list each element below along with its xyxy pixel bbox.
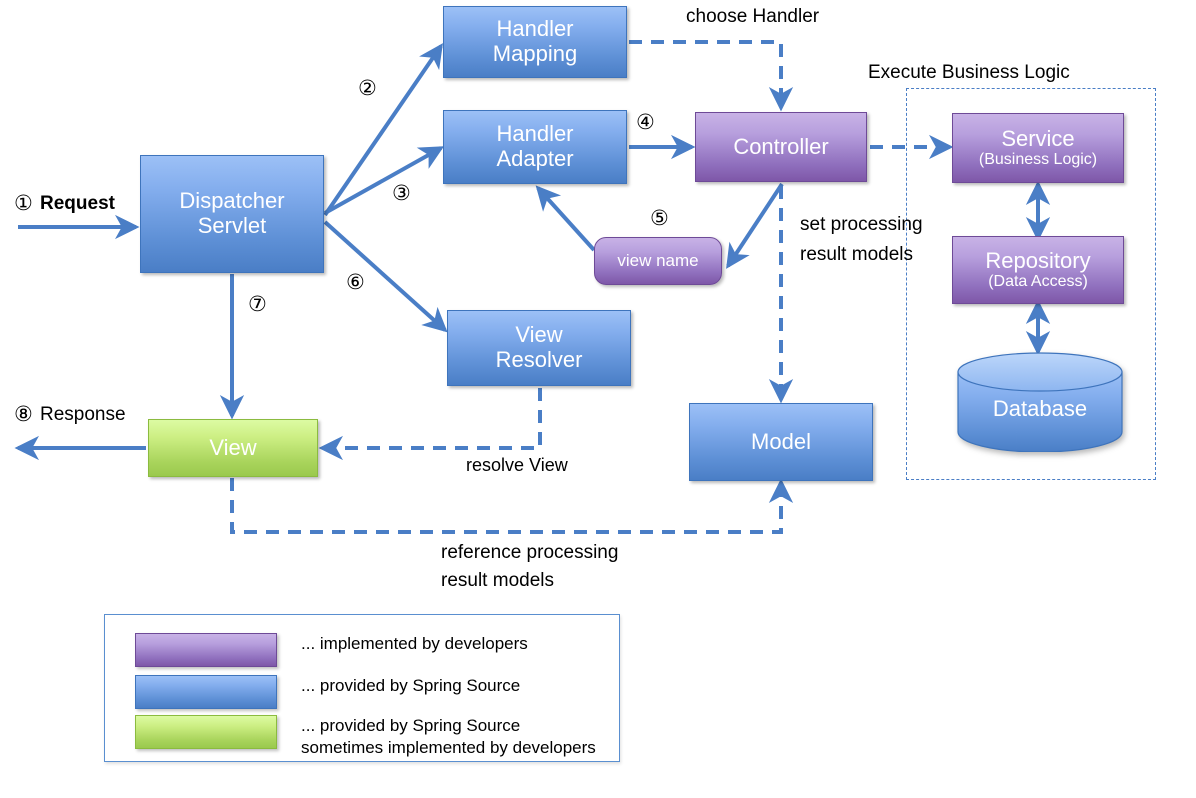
controller-label: Controller [733, 133, 829, 159]
label-reference-result-models-line2: result models [441, 570, 554, 591]
legend-panel: ... implemented by developers ... provid… [104, 614, 620, 762]
handler-mapping-label-line1: Handler [496, 16, 574, 42]
flow-choose-handler [629, 40, 794, 112]
node-database[interactable]: Database [955, 352, 1125, 452]
node-controller[interactable]: Controller [695, 112, 867, 182]
execute-business-logic-frame [906, 88, 1156, 480]
legend-item-green: ... provided by Spring Source sometimes … [135, 715, 596, 759]
repository-label: Repository [985, 247, 1091, 273]
node-view-resolver[interactable]: View Resolver [447, 310, 631, 386]
node-model[interactable]: Model [689, 403, 873, 481]
step-number-6: ⑥ [346, 271, 365, 294]
step-number-2: ② [358, 77, 377, 100]
service-label: Service [1001, 125, 1075, 151]
database-cylinder-icon [957, 352, 1123, 452]
arrow-step6 [323, 220, 448, 333]
dispatcher-servlet-label-line1: Dispatcher [179, 188, 285, 214]
legend-label-green: ... provided by Spring Source sometimes … [301, 716, 596, 757]
step-number-1: ① [14, 192, 33, 215]
view-resolver-label-line2: Resolver [495, 347, 583, 372]
handler-mapping-label-line2: Mapping [492, 41, 578, 66]
step-number-5: ⑤ [650, 207, 669, 230]
legend-swatch-blue [135, 675, 277, 709]
legend-label-blue: ... provided by Spring Source [301, 676, 521, 695]
node-view[interactable]: View [148, 419, 318, 477]
label-set-result-models-line2: result models [800, 244, 913, 265]
node-dispatcher-servlet[interactable]: Dispatcher Servlet [140, 155, 324, 273]
view-resolver-label-line1: View [515, 322, 563, 348]
node-handler-adapter[interactable]: Handler Adapter [443, 110, 627, 184]
label-reference-result-models-line1: reference processing [441, 542, 619, 563]
legend-swatch-purple [135, 633, 277, 667]
legend-item-purple: ... implemented by developers [135, 633, 528, 667]
legend-swatch-green [135, 715, 277, 749]
service-sublabel: (Business Logic) [978, 151, 1098, 169]
handler-adapter-label-line1: Handler [496, 121, 574, 147]
arrow-step3 [324, 146, 445, 215]
dispatcher-servlet-label-line2: Servlet [197, 213, 267, 238]
view-label: View [209, 434, 257, 460]
legend-item-blue: ... provided by Spring Source [135, 675, 520, 709]
handler-adapter-label-line2: Adapter [496, 146, 574, 171]
model-label: Model [751, 428, 811, 454]
label-request: Request [40, 193, 115, 214]
step-number-8: ⑧ [14, 403, 33, 426]
label-execute-business-logic: Execute Business Logic [868, 62, 1070, 83]
node-repository[interactable]: Repository (Data Access) [952, 236, 1124, 304]
database-label: Database [992, 396, 1088, 421]
flow-resolve-view [318, 388, 542, 461]
flow-reference-result-models [230, 478, 794, 534]
label-response: Response [40, 404, 126, 425]
node-service[interactable]: Service (Business Logic) [952, 113, 1124, 183]
label-choose-handler: choose Handler [686, 6, 820, 27]
arrow-step5 [726, 182, 784, 269]
node-handler-mapping[interactable]: Handler Mapping [443, 6, 627, 78]
label-set-result-models-line1: set processing [800, 214, 923, 235]
legend-label-purple: ... implemented by developers [301, 634, 528, 653]
arrow-step2 [323, 43, 443, 217]
view-name-label: view name [617, 251, 699, 271]
arrow-viewname-to-adapter [535, 185, 596, 252]
repository-sublabel: (Data Access) [988, 273, 1088, 291]
step-number-3: ③ [392, 182, 411, 205]
step-number-7: ⑦ [248, 293, 267, 316]
node-view-name[interactable]: view name [594, 237, 722, 285]
step-number-4: ④ [636, 111, 655, 134]
label-resolve-view: resolve View [466, 455, 568, 475]
